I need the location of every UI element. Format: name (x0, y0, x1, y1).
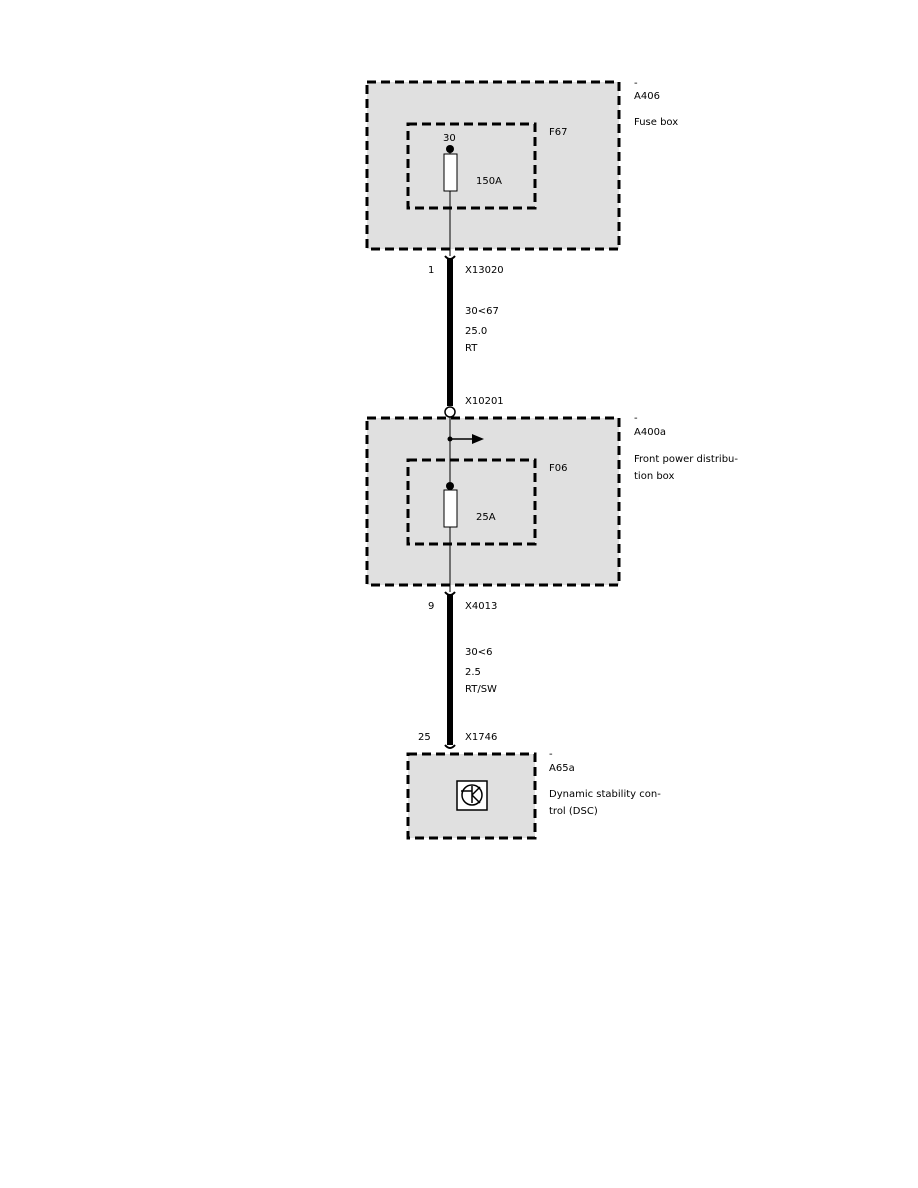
f67-rating: 150A (476, 176, 502, 187)
x4013-id: X4013 (465, 601, 497, 612)
branch-arrow-icon (472, 434, 484, 444)
x1746-id: X1746 (465, 732, 497, 743)
x13020-id: X13020 (465, 265, 504, 276)
a400a-mark: - (634, 413, 638, 424)
wire1-color: RT (465, 343, 478, 354)
fuse-box-a406-outline (365, 80, 621, 251)
a65a-mark: - (549, 749, 553, 760)
fuse-f06-outline (406, 458, 537, 546)
wire1-gauge: 25.0 (465, 326, 487, 337)
fuse-box-a406: - A406 Fuse box F67 30 150A (365, 78, 678, 256)
connector-x4013: 9 X4013 (428, 591, 497, 612)
a406-description: Fuse box (634, 117, 678, 128)
wire-30-67: 30<67 25.0 RT (447, 259, 499, 406)
f06-terminal-dot (446, 482, 454, 490)
wire1-circuit: 30<67 (465, 306, 499, 317)
connector-x1746: 25 X1746 (418, 732, 497, 749)
connector-x1746-symbol (444, 744, 456, 749)
a406-mark: - (634, 78, 638, 89)
f67-terminal: 30 (443, 133, 456, 144)
connector-x13020-symbol (444, 255, 456, 260)
fuse-f67-symbol (443, 153, 458, 192)
fuse-f67-outline (406, 122, 537, 210)
front-power-distribution-box-a400a: X10201 - A400a Front power distribu- tio… (365, 396, 738, 592)
a400a-description-line1: Front power distribu- (634, 454, 738, 465)
wire2-color: RT/SW (465, 684, 497, 695)
a65a-description-line2: trol (DSC) (549, 806, 598, 817)
f06-id: F06 (549, 463, 567, 474)
a400a-description-line2: tion box (634, 471, 674, 482)
x4013-pin: 9 (428, 601, 434, 612)
dsc-module-a65a: - A65a Dynamic stability con- trol (DSC) (406, 749, 661, 840)
x13020-pin: 1 (428, 265, 434, 276)
connector-x13020: 1 X13020 (428, 255, 504, 276)
fuse-f06-symbol (443, 489, 458, 528)
wire-30-6: 30<6 2.5 RT/SW (447, 595, 497, 745)
a406-id: A406 (634, 91, 660, 102)
a400a-id: A400a (634, 427, 666, 438)
f67-id: F67 (549, 127, 567, 138)
wire2-gauge: 2.5 (465, 667, 481, 678)
connector-x10201-symbol (444, 406, 456, 418)
f06-rating: 25A (476, 512, 496, 523)
connector-x4013-symbol (444, 591, 456, 596)
x1746-pin: 25 (418, 732, 431, 743)
x10201-id: X10201 (465, 396, 504, 407)
control-unit-icon (456, 780, 488, 811)
a65a-description-line1: Dynamic stability con- (549, 789, 661, 800)
a65a-id: A65a (549, 763, 575, 774)
a400a-outline (365, 416, 621, 587)
wire2-circuit: 30<6 (465, 647, 492, 658)
